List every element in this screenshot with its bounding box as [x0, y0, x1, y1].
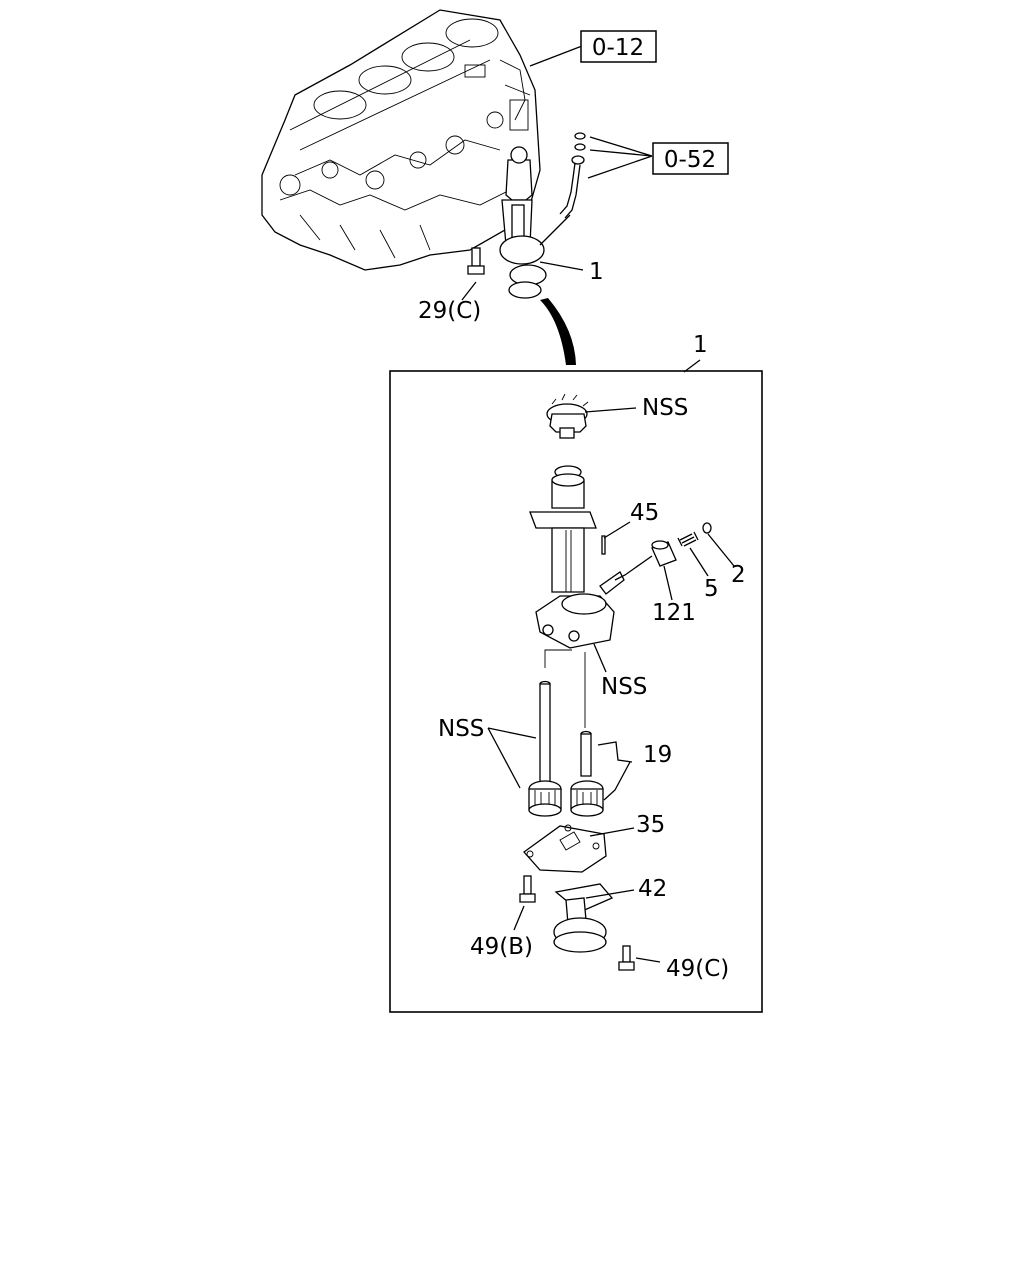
leader-49b [513, 905, 525, 931]
callout-2: 2 [731, 562, 746, 588]
leader-35 [589, 827, 635, 837]
idler-shaft-illustration [580, 730, 592, 777]
leader-49c [635, 957, 661, 963]
leader-0-52 [587, 136, 653, 179]
leader-29c [461, 281, 477, 301]
callout-0-12: 0-12 [592, 35, 644, 61]
pump-body-illustration [529, 465, 625, 649]
leader-nss-top [584, 407, 637, 413]
callout-49c: 49(C) [666, 956, 729, 982]
leader-5 [689, 547, 709, 577]
drive-gear-illustration [546, 393, 589, 439]
driven-gear-illustration [528, 780, 562, 817]
spring-5-illustration [677, 531, 699, 547]
detail-frame [389, 370, 763, 1013]
callout-nss-gears: NSS [438, 716, 484, 742]
engine-block-illustration [261, 9, 541, 271]
shaft-left-guide [544, 649, 572, 668]
pump-cover-illustration [523, 824, 607, 873]
leader-nss-gears [487, 727, 537, 789]
bolt-29c-illustration [467, 247, 485, 275]
leader-19 [597, 741, 633, 801]
callout-121: 121 [652, 600, 696, 626]
driven-shaft-illustration [539, 680, 551, 791]
leader-2 [707, 533, 735, 567]
pin-45-illustration [601, 535, 606, 555]
leader-0-12 [529, 45, 583, 67]
callout-19: 19 [643, 742, 672, 768]
oil-strainer-illustration [553, 883, 614, 953]
callout-42: 42 [638, 876, 667, 902]
callout-29c: 29(C) [418, 298, 481, 324]
valve-axis-line [614, 555, 653, 581]
leader-121 [663, 565, 673, 601]
leader-45 [603, 521, 631, 539]
callout-1-detail: 1 [693, 332, 708, 358]
callout-nss-body: NSS [601, 674, 647, 700]
callout-49b: 49(B) [470, 934, 533, 960]
ref-box-0-12 [580, 30, 657, 63]
ref-box-0-52 [652, 142, 729, 175]
idler-gear-19-illustration [570, 780, 604, 817]
detail-pointer-arrow [540, 298, 576, 365]
callout-1-upper: 1 [589, 259, 604, 285]
callout-0-52: 0-52 [664, 147, 716, 173]
callout-nss-top: NSS [642, 395, 688, 421]
callout-5: 5 [704, 576, 719, 602]
oil-pipe [559, 132, 586, 219]
callout-35: 35 [636, 812, 665, 838]
bolt-49c-illustration [618, 945, 635, 971]
washer-2-illustration [702, 522, 712, 534]
leader-1-upper [539, 261, 584, 271]
leader-1-detail [683, 359, 701, 373]
leader-42 [585, 889, 635, 899]
pump-assembly-installed [499, 146, 571, 299]
leader-nss-body [593, 643, 607, 673]
bolt-49b-illustration [519, 875, 536, 903]
callout-45: 45 [630, 500, 659, 526]
relief-valve-illustration [651, 540, 677, 567]
